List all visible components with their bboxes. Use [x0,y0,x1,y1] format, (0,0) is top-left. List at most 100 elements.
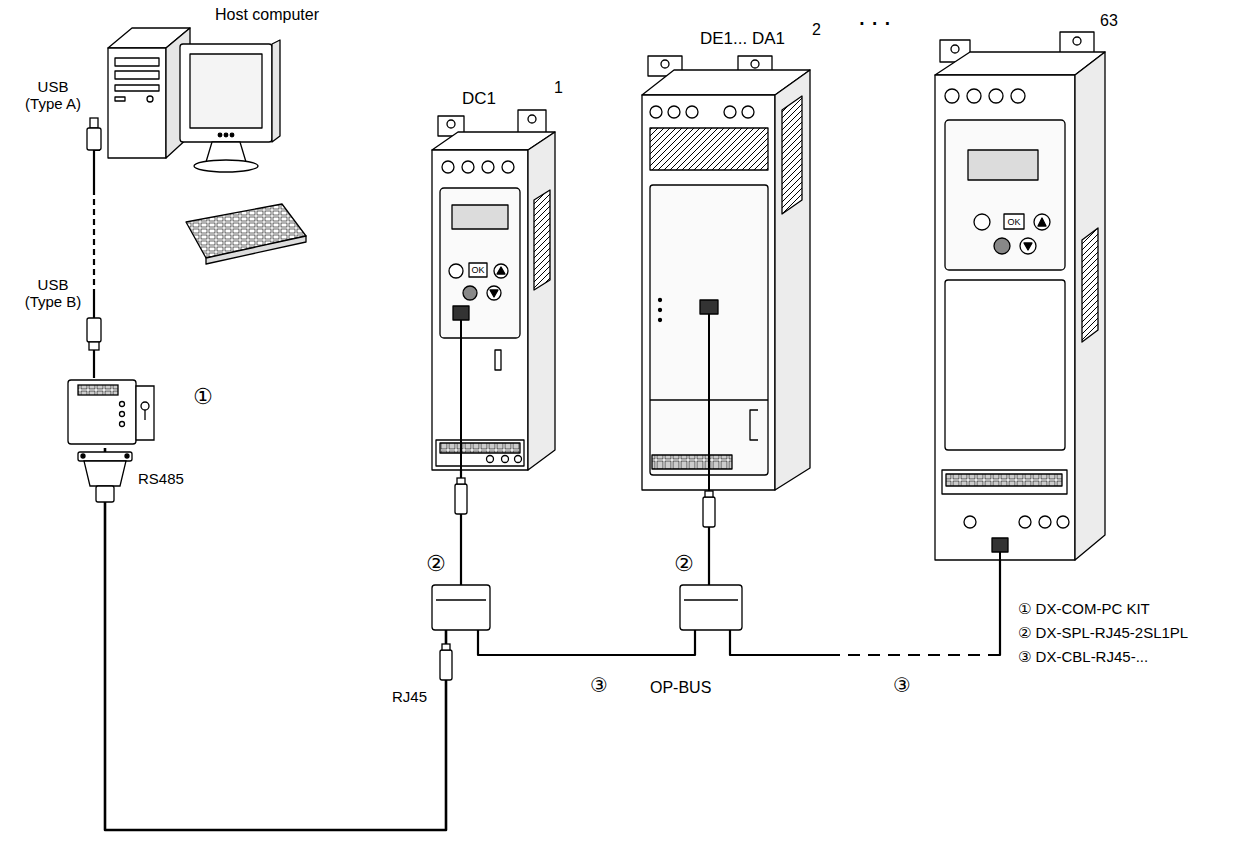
key-label: OK [472,265,485,275]
drive-de1-drawing [661,60,669,68]
drive-63-drawing [974,214,990,230]
rj45-plug [440,650,452,680]
drive-63-drawing [1082,228,1098,342]
usb-plug [87,128,101,150]
drive-de1-drawing [650,106,662,118]
drive-de1-drawing [750,410,758,440]
drive-63-drawing [1011,89,1025,103]
rj45-plug [705,491,713,497]
callout-number: ③ [590,674,608,697]
rs485-connector [78,452,132,502]
drive-number: 63 [1100,12,1118,30]
host-computer-drawing [180,44,272,142]
host-computer-drawing [194,160,258,172]
drive-63-drawing [1024,243,1032,250]
node-heading: Host computer [215,6,319,24]
drive-dc1-drawing [453,306,469,320]
drive-number: 2 [812,21,821,39]
drive-de1-drawing [650,128,768,170]
drive-dc1-drawing [490,290,498,297]
drive-63-drawing [1034,214,1050,230]
drive-de1-drawing [659,319,662,322]
callout-number: ② [674,551,694,576]
rj45-plug [440,478,715,680]
usb-plug [90,118,98,128]
drive-dc1-drawing [515,456,522,463]
drive-de1-drawing [652,455,732,469]
drive-63-drawing [1057,516,1069,528]
cable-label: USB (Type B) [20,276,86,311]
drive-63-drawing [964,516,976,528]
splitter-drawing [684,599,738,600]
host-computer: Host computer [100,30,310,265]
callout-number: ③ [893,674,911,697]
splitter-drawing [432,585,742,630]
drive-dc1-drawing [528,115,536,123]
drive-name: DC1 [462,89,496,109]
drive-dc1-drawing [447,120,455,128]
drive-63-drawing [1075,52,1105,560]
drive-number: 1 [554,79,563,97]
drive-dc1-drawing [432,110,555,470]
drive-63-drawing [1020,238,1036,254]
callout-number: ① [193,384,213,409]
drive-dc1-drawing [469,263,487,277]
drive-unit: DE1... DA12 [640,62,812,490]
host-computer-drawing [272,40,280,142]
rs485-connector [125,454,129,458]
port-label: RJ45 [392,688,427,705]
cable-connector [478,630,695,655]
drive-63-drawing [1004,214,1024,229]
drive-63-drawing [945,89,959,103]
drive-63-drawing [1038,218,1046,226]
legend-line: ① DX-COM-PC KIT [1018,600,1150,617]
drive-63-drawing [999,552,1001,560]
drive-63-drawing [942,470,1067,494]
rs485-connector [96,486,114,502]
host-computer-drawing [115,71,159,79]
usb-plug [87,318,101,342]
drive-63-drawing [945,280,1065,450]
drive-dc1-drawing [440,443,520,453]
drive-unit: DC11 [430,125,558,470]
drive-dc1-drawing [442,161,454,173]
key-label: OK [1008,217,1021,227]
host-computer-drawing [206,142,246,162]
rj45-plug [442,644,450,650]
drive-63-drawing [935,32,1105,560]
host-computer-drawing [108,28,306,264]
legend-line: ③ DX-CBL-RJ45-... [1018,648,1148,665]
legend-line: ② DX-SPL-RJ45-2SL1PL [1018,624,1188,641]
drive-63-drawing [989,89,1003,103]
bus-label: OP-BUS [650,679,711,697]
converter-drawing [68,380,136,444]
host-computer-drawing [115,85,159,91]
drive-dc1-drawing [449,264,463,278]
host-computer-drawing [230,133,234,137]
rj45-splitter: ② [680,585,742,630]
converter-drawing [68,380,154,444]
drive-de1-drawing [700,300,718,314]
drive-63-drawing [1019,516,1031,528]
rj45-plug [457,478,465,484]
drive-de1-drawing [751,60,759,68]
converter-kit: ① [65,378,155,448]
drive-de1-drawing [642,95,775,490]
drive-de1-drawing [742,106,754,118]
converter-drawing [141,402,149,410]
drive-unit: 63 [932,55,1110,560]
host-computer-drawing [190,54,262,128]
usb-plug [87,118,101,350]
cable-label: USB (Type A) [20,78,86,113]
drive-63-drawing [945,120,1065,270]
drive-63-drawing [935,75,1075,560]
rs485-connector [81,454,85,458]
rs485-connector [78,452,132,461]
drive-63-drawing [1073,37,1081,45]
rj45-plug [703,497,715,527]
drive-dc1-drawing [502,456,509,463]
converter-drawing [120,412,125,417]
